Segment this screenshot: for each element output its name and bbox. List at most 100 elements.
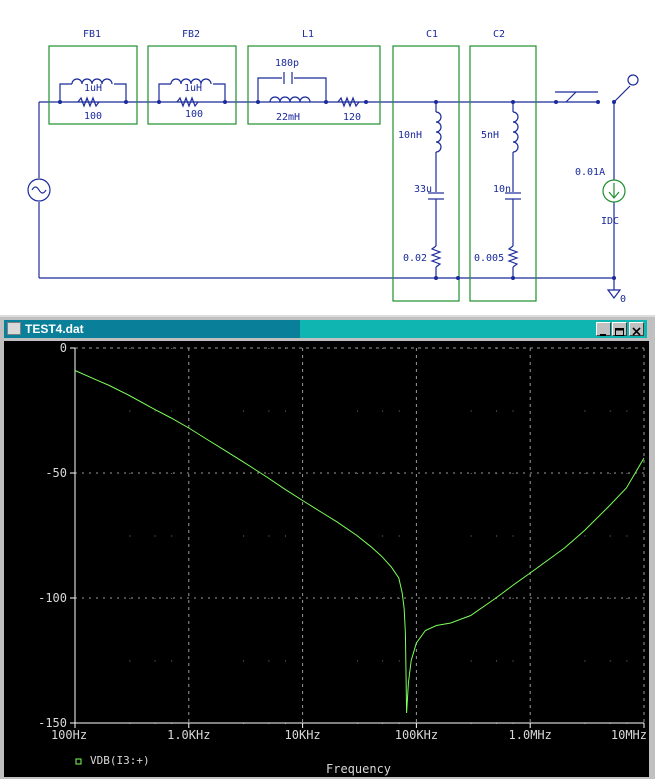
grid-dot <box>154 348 156 349</box>
x-tick-label: 100KHz <box>395 728 438 742</box>
grid-dot <box>268 598 270 599</box>
grid-dot <box>382 473 384 474</box>
grid-dot <box>584 410 586 412</box>
grid-dot <box>171 473 173 474</box>
probe-app-icon[interactable] <box>7 322 21 335</box>
grid-dot <box>512 598 514 599</box>
grid-dot <box>609 535 611 537</box>
idc-name: IDC <box>601 216 619 227</box>
current-source-icon[interactable] <box>602 179 626 203</box>
grid-dot <box>284 535 286 537</box>
schematic: FB1 FB2 L1 C1 C2 1uH 100 1uH 100 180p 22… <box>0 0 655 312</box>
grid-dot <box>609 348 611 349</box>
legend-label: VDB(I3:+) <box>90 754 150 767</box>
x-tick-label: 10KHz <box>285 728 321 742</box>
grid-dot <box>584 660 586 662</box>
fb2-box[interactable] <box>147 45 237 125</box>
grid-dot <box>382 660 384 662</box>
window-titlebar[interactable]: TEST4.dat <box>4 320 647 338</box>
grid-dot <box>495 598 497 599</box>
grid-dot <box>626 660 628 662</box>
l1-resistor-value: 120 <box>343 112 361 123</box>
grid-dot <box>268 348 270 349</box>
maximize-icon <box>615 328 624 336</box>
grid-dot <box>398 535 400 537</box>
c1-inductor-icon <box>435 111 442 153</box>
grid-dot <box>284 410 286 412</box>
c2-resistor-value: 0.005 <box>474 253 504 264</box>
grid-dot <box>626 473 628 474</box>
grid-dot <box>171 410 173 412</box>
y-tick-label: 0 <box>60 341 67 355</box>
axes <box>74 348 644 724</box>
grid-dot <box>470 410 472 412</box>
grid-dot <box>129 473 131 474</box>
grid-dot <box>512 410 514 412</box>
grid-dot <box>470 660 472 662</box>
grid-dot <box>382 410 384 412</box>
c1-capacitor-value: 33u <box>414 184 432 195</box>
grid-dot <box>626 598 628 599</box>
fb1-box[interactable] <box>48 45 138 125</box>
l1-box[interactable] <box>247 45 381 125</box>
grid-dot <box>243 410 245 412</box>
grid-dot <box>398 410 400 412</box>
grid-dot <box>284 660 286 662</box>
grid-dot <box>495 410 497 412</box>
x-tick-label: 100Hz <box>51 728 87 742</box>
close-icon <box>632 327 641 336</box>
x-tick-label: 1.0MHz <box>509 728 552 742</box>
probe-marker-icon[interactable] <box>627 74 639 86</box>
grid-dot <box>129 660 131 662</box>
grid-dot <box>512 348 514 349</box>
c1-box[interactable] <box>392 45 460 302</box>
grid-dot <box>470 348 472 349</box>
grid-dot <box>382 535 384 537</box>
c2-resistor-icon <box>507 245 519 268</box>
c2-box[interactable] <box>469 45 537 302</box>
grid-dot <box>129 598 131 599</box>
c1-resistor-value: 0.02 <box>403 253 427 264</box>
grid-dot <box>154 598 156 599</box>
c1-label: C1 <box>426 29 438 40</box>
ground-label: 0 <box>620 294 626 305</box>
grid-dot <box>382 598 384 599</box>
grid-dot <box>584 535 586 537</box>
grid-dot <box>382 348 384 349</box>
ac-source-icon[interactable] <box>27 178 51 202</box>
fb2-inductor-value: 1uH <box>184 83 202 94</box>
grid-dot <box>626 535 628 537</box>
c2-inductor-icon <box>512 111 519 153</box>
minimize-button[interactable] <box>596 322 611 336</box>
grid-dot <box>284 598 286 599</box>
c2-label: C2 <box>493 29 505 40</box>
grid-dot <box>470 473 472 474</box>
grid-dot <box>129 410 131 412</box>
l1-resistor-icon <box>337 96 360 108</box>
grid-dot <box>609 660 611 662</box>
grid-dot <box>154 660 156 662</box>
idc-value: 0.01A <box>575 167 605 178</box>
close-button[interactable] <box>629 322 644 336</box>
fb2-resistor-value: 100 <box>185 109 203 120</box>
c1-inductor-value: 10nH <box>398 130 422 141</box>
y-tick-label: -100 <box>38 591 67 605</box>
grid-dot <box>171 535 173 537</box>
l1-capacitor-value: 180p <box>275 58 299 69</box>
grid-dot <box>268 535 270 537</box>
grid-dot <box>626 410 628 412</box>
fb1-inductor-value: 1uH <box>84 83 102 94</box>
fb1-resistor-value: 100 <box>84 111 102 122</box>
grid <box>75 347 645 724</box>
grid-dot <box>268 410 270 412</box>
maximize-button[interactable] <box>612 322 627 336</box>
c2-inductor-value: 5nH <box>481 130 499 141</box>
grid-dot <box>584 348 586 349</box>
l1-inductor-value: 22mH <box>276 112 300 123</box>
l1-inductor-icon <box>269 96 311 103</box>
c1-resistor-icon <box>430 245 442 268</box>
grid-dot <box>495 660 497 662</box>
